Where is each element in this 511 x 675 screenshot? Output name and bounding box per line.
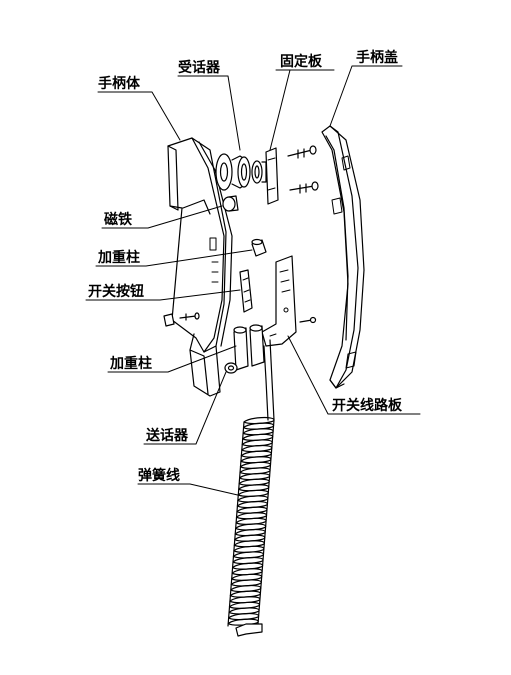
coil-loop [234,534,266,542]
coil-loop [238,478,270,486]
screw-small-right [299,316,317,324]
label-weight-post-upper: 加重柱 [98,250,140,266]
coil-loop [228,612,260,621]
label-fixing-plate: 固定板 [280,54,322,70]
coil-loop [230,579,262,587]
magnet-part [222,195,239,212]
handle-cover-part [321,125,365,389]
label-handle-cover: 手柄盖 [356,50,398,66]
label-switch-circuit-board: 开关线路板 [332,398,402,414]
coil-loop [243,416,275,425]
coil-edge-left [227,421,245,627]
coil-loop [241,444,273,453]
coil-loop [242,433,274,441]
coil-loop [235,517,267,525]
label-magnet: 磁铁 [104,212,132,228]
coil-loop [229,596,261,604]
coil-loop [240,450,272,458]
coil-loop [236,500,269,509]
coil-loop [242,428,274,436]
label-weight-post-lower: 加重柱 [110,356,152,372]
coil-loop [230,584,262,593]
clip-left [163,313,175,327]
coil-loop [235,523,267,531]
coil-loop [233,545,265,553]
screw-upper [287,145,317,159]
weight-post-upper [251,238,267,257]
label-handle-body: 手柄体 [98,76,140,92]
switch-button-part [239,269,253,313]
coil-loop [234,528,266,537]
coil-loop [242,422,275,430]
label-coiled-cord: 弹簧线 [138,468,180,484]
coil-loop [237,495,269,503]
coil-loop [240,456,272,464]
coil-loop [231,568,263,576]
coil-loop [239,472,271,481]
coil-loop [239,461,272,469]
leader-lines [85,65,421,497]
coil-loop [228,607,260,615]
coil-loop [239,467,271,475]
coil-loop [232,551,265,559]
screw-lower [289,181,319,194]
handle-body-part [167,137,233,397]
coil-loop [237,489,269,497]
transmitter-part [224,362,238,374]
coil-loop [241,439,273,447]
coil-loop [231,562,264,570]
coil-loop [232,556,264,565]
switch-circuit-board-part [261,255,297,347]
coiled-cord-part [227,339,275,637]
label-receiver: 受话器 [178,60,220,76]
fixing-plate-part [261,147,279,205]
coil-loop [231,573,263,581]
coil-loop [235,512,268,520]
receiver-part [215,153,263,191]
weight-post-lower [233,324,265,371]
screw-small-left [179,312,200,321]
coil-loop [229,590,261,598]
label-transmitter: 送话器 [146,428,188,444]
coil-loop [228,601,261,609]
label-switch-button: 开关按钮 [88,284,144,300]
coil-loop [233,540,265,548]
coil-loop [236,506,268,514]
coil-loop [238,484,270,492]
coil-edge-right [257,419,275,625]
